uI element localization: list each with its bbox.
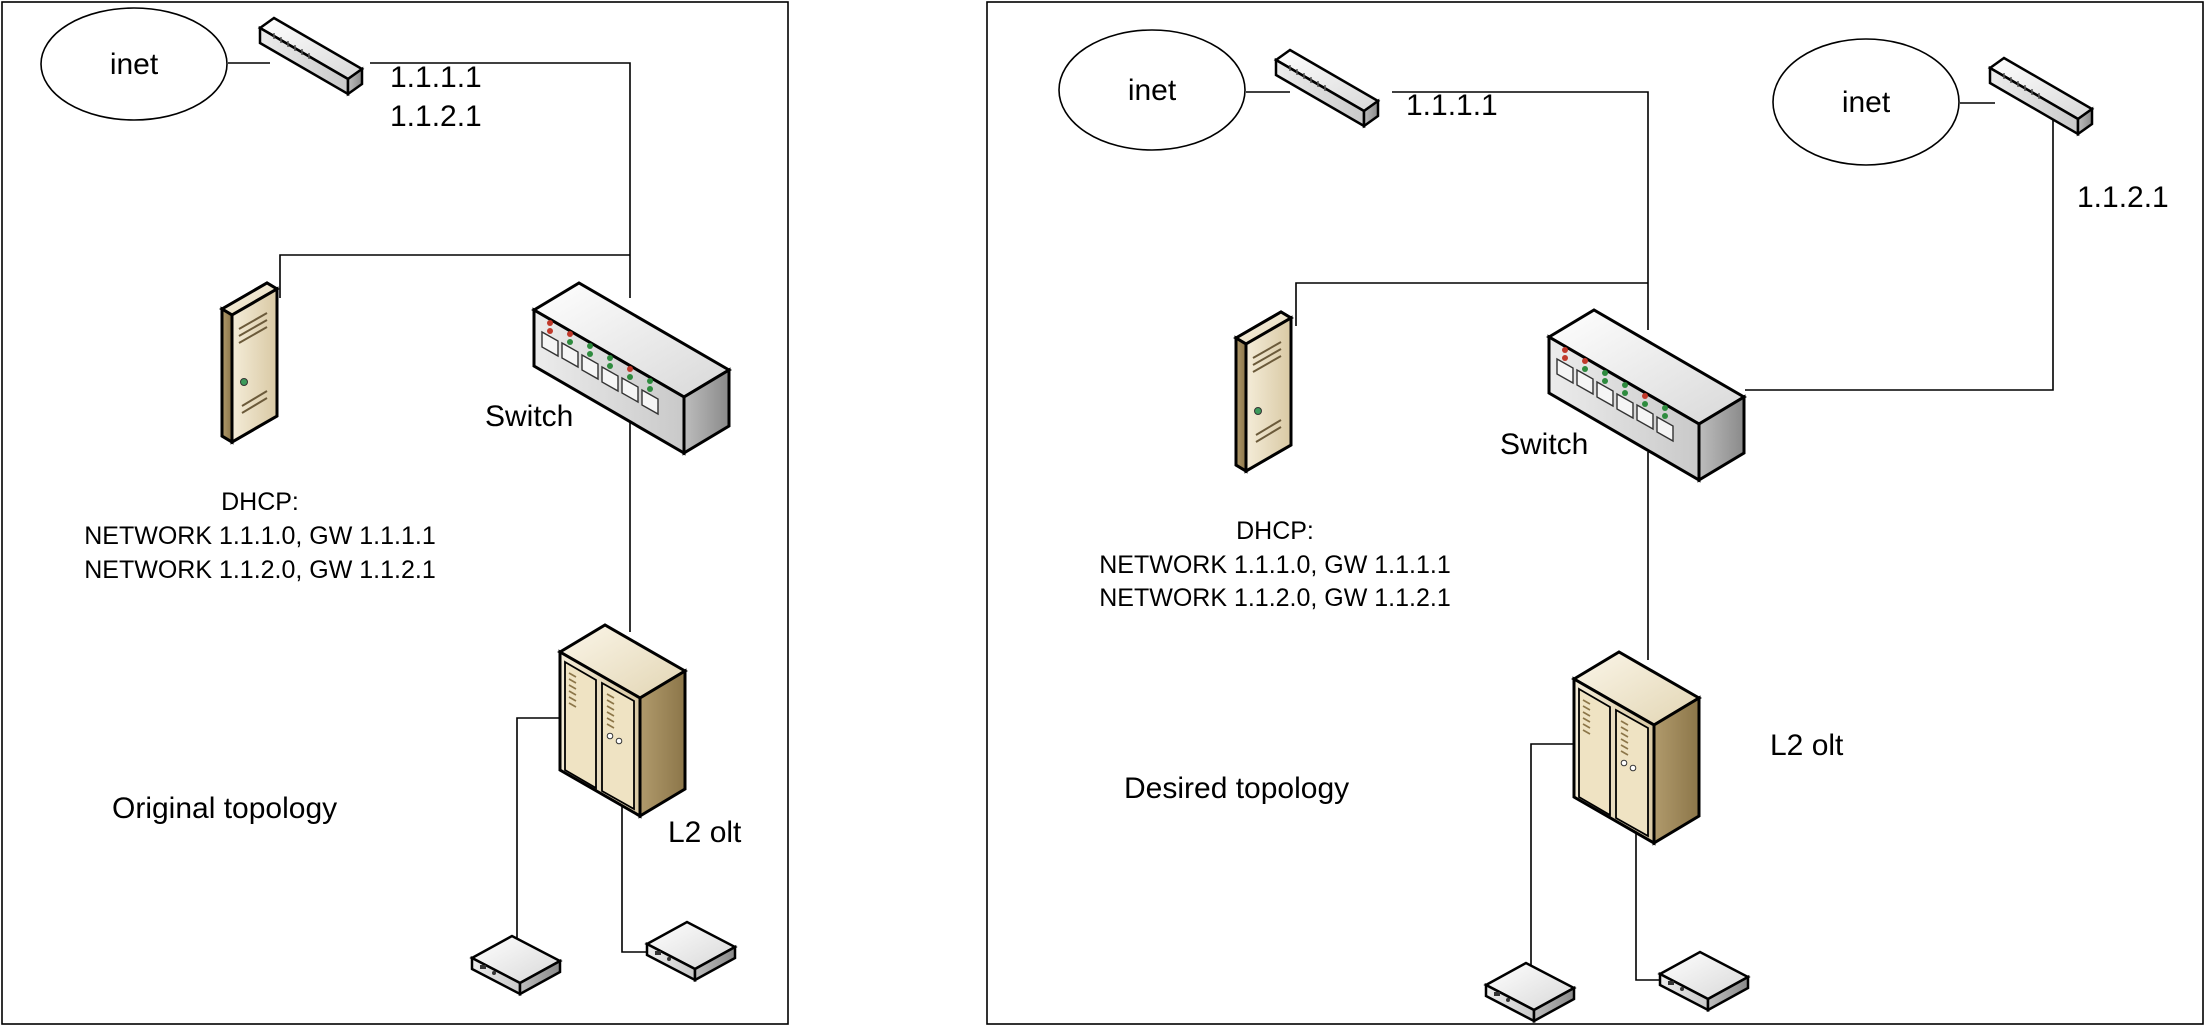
inet-cloud-b-label: inet bbox=[1842, 86, 1891, 119]
router-ip-2: 1.1.2.1 bbox=[390, 100, 482, 133]
modem-icon bbox=[470, 934, 562, 996]
olt-label: L2 olt bbox=[668, 816, 742, 849]
panel-caption: Original topology bbox=[112, 792, 337, 825]
right-panel-frame bbox=[986, 1, 2204, 1025]
router-icon bbox=[1988, 56, 2094, 136]
inet-cloud-b bbox=[1772, 38, 1960, 166]
switch-label: Switch bbox=[485, 400, 573, 433]
inet-cloud-a-label: inet bbox=[1128, 74, 1177, 107]
dhcp-title: DHCP: bbox=[1236, 517, 1314, 545]
dhcp-network-1: NETWORK 1.1.1.0, GW 1.1.1.1 bbox=[1099, 551, 1451, 579]
router-ip-1: 1.1.1.1 bbox=[390, 61, 482, 94]
olt-label: L2 olt bbox=[1770, 729, 1844, 762]
modem-icon bbox=[1658, 950, 1750, 1012]
right-wires bbox=[1246, 91, 2054, 990]
left-panel: inet 1.1.1.1 1.1.2.1 Switch DHCP: NETWOR… bbox=[1, 1, 789, 1025]
modem-icon bbox=[645, 920, 737, 982]
left-wires bbox=[228, 62, 650, 958]
inet-cloud-label: inet bbox=[110, 48, 159, 81]
inet-cloud-a bbox=[1058, 29, 1246, 151]
dhcp-network-2: NETWORK 1.1.2.0, GW 1.1.2.1 bbox=[1099, 584, 1451, 612]
router-a-ip: 1.1.1.1 bbox=[1406, 89, 1498, 122]
router-icon bbox=[258, 16, 364, 96]
switch-label: Switch bbox=[1500, 428, 1588, 461]
olt-icon bbox=[1572, 650, 1701, 845]
left-panel-frame bbox=[1, 1, 789, 1025]
dhcp-server-icon bbox=[220, 281, 279, 444]
dhcp-network-1: NETWORK 1.1.1.0, GW 1.1.1.1 bbox=[84, 522, 436, 550]
modem-icon bbox=[1484, 961, 1576, 1023]
olt-icon bbox=[558, 623, 687, 818]
right-panel: inet 1.1.1.1 inet 1.1.2.1 Switch DHCP: N… bbox=[986, 1, 2204, 1025]
dhcp-server-icon bbox=[1234, 310, 1293, 473]
dhcp-title: DHCP: bbox=[221, 488, 299, 516]
router-icon bbox=[1274, 48, 1380, 128]
router-b-ip: 1.1.2.1 bbox=[2077, 181, 2169, 214]
inet-cloud bbox=[40, 7, 228, 121]
dhcp-network-2: NETWORK 1.1.2.0, GW 1.1.2.1 bbox=[84, 556, 436, 584]
panel-caption: Desired topology bbox=[1124, 772, 1349, 805]
